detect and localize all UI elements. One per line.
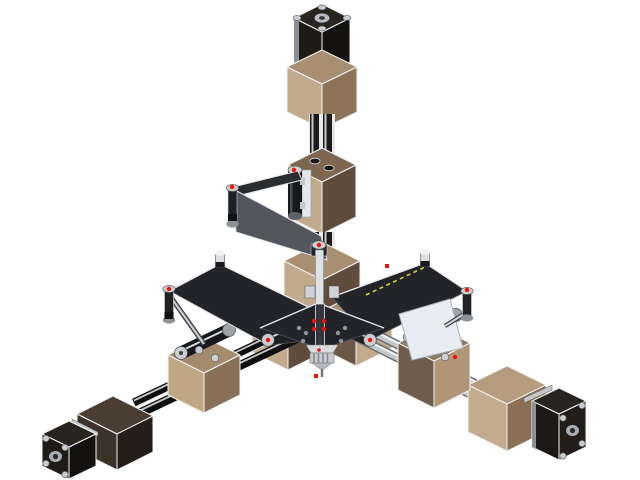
effector-gray-hole [300,338,306,344]
origin-marker-square [385,264,389,268]
screw-marker-dot [229,184,235,190]
nozzle-needle [320,369,324,377]
hex-bolt [194,345,204,355]
screw-marker-dot [265,337,271,343]
hotend-mount [305,344,339,354]
screw-boss [42,459,50,467]
effector-red-hole [311,326,317,332]
effector-gray-hole [296,325,302,331]
screw-boss [578,439,586,447]
screw-marker-dot [316,242,322,248]
screw-marker-dot [452,354,458,360]
hinge-bracket [301,169,312,218]
effector-red-hole [311,318,317,324]
screw-boss [578,401,586,409]
x-axis-carriage [167,323,241,414]
center-rib [315,303,325,350]
motor-shaft-hole [569,427,576,434]
x-axis-stepper-motor [41,418,99,480]
origin-marker-square [314,374,318,378]
elbow-post [462,290,472,319]
nozzle-cone [311,362,333,370]
z-axis-rails-upper [309,114,335,154]
screw-boss [559,452,567,460]
screw-boss [61,443,69,451]
x-axis-mount-block [76,395,154,471]
screw-boss [292,15,302,21]
screw-boss [42,434,50,442]
screw-marker-dot [291,167,297,173]
motor-shaft-hole [52,453,59,460]
screw-boss [559,414,567,422]
screw-boss [61,470,69,478]
screw-boss [317,4,327,11]
z-axis-arm [226,170,328,261]
effector-gray-hole [338,338,344,344]
effector-red-hole [321,318,327,324]
effector-gray-hole [342,325,348,331]
rail-rod [323,114,332,154]
marker-layer [166,167,470,378]
screw-marker-dot [464,287,470,293]
hex-bolt [440,352,450,362]
yellow-dash-edge [365,266,426,296]
screw-marker-dot [367,337,373,343]
effector-gray-hole [335,330,341,336]
effector-red-hole [321,326,327,332]
screw-marker-dot [166,286,172,292]
screw-boss [317,25,327,32]
motor-shaft-hole [319,16,325,20]
hex-bolt [210,353,220,363]
z-axis-carriage [287,147,357,235]
y-axis-stepper-motor [523,384,587,461]
arm-plate-white [398,298,464,361]
z-column-strip [315,249,324,306]
rail-rod [310,114,319,154]
z-axis-mount-block [286,49,358,130]
screw-boss [342,15,352,21]
nozzle-marker-dot [317,348,321,352]
effector-gray-hole [303,330,309,336]
